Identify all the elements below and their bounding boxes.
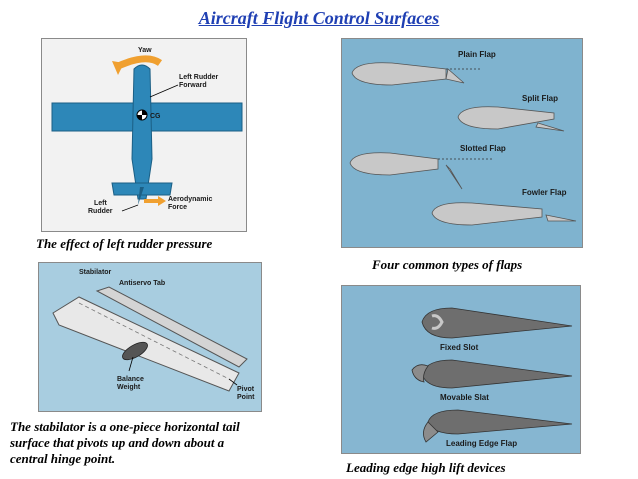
- pivot-point-label-1: Pivot: [237, 386, 255, 393]
- yaw-arrowhead: [112, 61, 124, 75]
- antiservo-tab: [95, 286, 248, 368]
- flaps-diagram: Plain Flap Split Flap Slotted Flap Fowle…: [349, 50, 577, 226]
- page-title: Aircraft Flight Control Surfaces: [198, 8, 440, 28]
- aero-force-label-1: Aerodynamic: [168, 196, 212, 203]
- balance-weight: [122, 341, 148, 361]
- aero-force-label-2: Force: [168, 204, 187, 211]
- le-flap-label: Leading Edge Flap: [446, 439, 517, 448]
- rudder-surface: [138, 187, 144, 205]
- aero-force-arrow: [158, 196, 166, 206]
- le-flap: [423, 421, 439, 443]
- slotted-flap-airfoil: [349, 152, 439, 176]
- fixed-slot-label: Fixed Slot: [440, 343, 479, 352]
- leading-edge-diagram-panel: Fixed Slot Movable Slat Leading Edge Fla…: [341, 285, 581, 454]
- rudder-caption: The effect of left rudder pressure: [36, 236, 213, 251]
- stabilator-label: Stabilator: [79, 269, 112, 276]
- movable-slat-airfoil: [421, 359, 573, 389]
- split-flap-label: Split Flap: [522, 94, 558, 103]
- stabilator-diagram: Stabilator Antiservo Tab Balance Weight …: [52, 269, 255, 401]
- fowler-flap-airfoil: [431, 202, 543, 226]
- le-flap-airfoil: [427, 409, 573, 435]
- antiservo-tab-label: Antiservo Tab: [119, 280, 165, 287]
- movable-slat-label: Movable Slat: [440, 393, 489, 402]
- stabilator-diagram-panel: Stabilator Antiservo Tab Balance Weight …: [38, 262, 262, 412]
- pivot-point-label-2: Point: [237, 394, 255, 401]
- fixed-slot-airfoil: [421, 307, 573, 339]
- cg-label: CG: [150, 113, 161, 120]
- split-flap-airfoil: [457, 106, 555, 130]
- fowler-flap-label: Fowler Flap: [522, 188, 567, 197]
- stabilator-caption: The stabilator is a one-piece horizontal…: [10, 419, 240, 467]
- stabilator-caption-line-3: central hinge point.: [10, 451, 116, 466]
- left-rudder-label-2: Rudder: [88, 208, 113, 215]
- left-rudder-forward-label-1: Left Rudder: [179, 74, 219, 81]
- balance-weight-label-2: Weight: [117, 384, 141, 391]
- slotted-flap-label: Slotted Flap: [460, 144, 506, 153]
- left-rudder-label-1: Left: [94, 200, 108, 207]
- stabilator-caption-line-2: surface that pivots up and down about a: [10, 435, 225, 450]
- movable-slat: [411, 364, 429, 383]
- fuselage: [131, 64, 153, 200]
- rudder-diagram: Yaw CG Left Rudder Forward Left Rudder A…: [51, 47, 243, 215]
- plain-flap-label: Plain Flap: [458, 50, 496, 59]
- flaps-caption: Four common types of flaps: [372, 257, 523, 272]
- leading-edge-diagram: Fixed Slot Movable Slat Leading Edge Fla…: [411, 307, 573, 448]
- left-rudder-forward-label-2: Forward: [179, 82, 207, 89]
- leading-edge-caption: Leading edge high lift devices: [346, 460, 506, 475]
- balance-weight-label-1: Balance: [117, 376, 144, 383]
- stabilator-caption-line-1: The stabilator is a one-piece horizontal…: [10, 419, 240, 434]
- flaps-diagram-panel: Plain Flap Split Flap Slotted Flap Fowle…: [341, 38, 583, 248]
- plain-flap-airfoil: [351, 62, 447, 86]
- rudder-diagram-panel: Yaw CG Left Rudder Forward Left Rudder A…: [41, 38, 247, 232]
- yaw-label: Yaw: [138, 47, 152, 54]
